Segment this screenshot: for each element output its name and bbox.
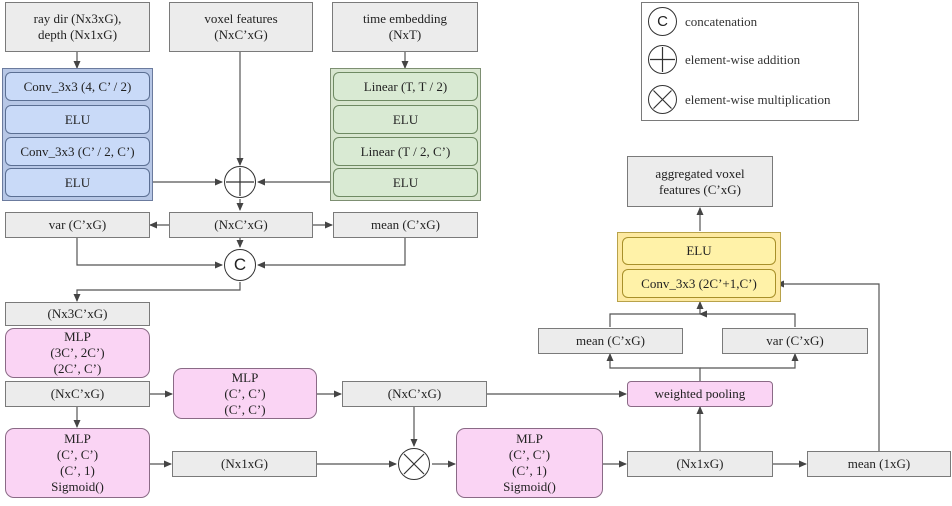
legend-add-label: element-wise addition xyxy=(685,52,801,67)
var-node: var (C’xG) xyxy=(5,212,150,238)
linear-layer-2: Linear (T / 2, C’) xyxy=(333,137,478,166)
arrow-mean1xg-to-conv xyxy=(776,280,880,451)
plus-icon xyxy=(226,168,254,196)
arrow-var-to-concat xyxy=(76,238,223,269)
elu-layer-3: ELU xyxy=(333,105,478,134)
mlp1-output-node: (NxC’xG) xyxy=(5,381,150,407)
element-wise-add-node xyxy=(224,166,256,198)
conv-layer-3: Conv_3x3 (2C’+1,C’) xyxy=(622,269,776,298)
concat-output-node: (Nx3C’xG) xyxy=(5,302,150,326)
legend-mult-symbol xyxy=(648,85,677,114)
mlp-block-3: MLP (C’, C’) (C’, 1) Sigmoid() xyxy=(5,428,150,498)
legend-add-symbol xyxy=(648,45,677,74)
ray-dir-depth-input: ray dir (Nx3xG), depth (Nx1xG) xyxy=(5,2,150,52)
pool-mean-node: mean (C’xG) xyxy=(538,328,683,354)
mlp-block-4: MLP (C’, C’) (C’, 1) Sigmoid() xyxy=(456,428,603,498)
linear-layer-1: Linear (T, T / 2) xyxy=(333,72,478,101)
times-icon xyxy=(653,90,672,109)
aggregated-features-output: aggregated voxel features (C’xG) xyxy=(627,156,773,207)
conv-layer-2: Conv_3x3 (C’ / 2, C’) xyxy=(5,137,150,166)
mlp-block-1: MLP (3C’, 2C’) (2C’, C’) xyxy=(5,328,150,378)
arrow-var-to-conv xyxy=(699,310,796,327)
legend: C concatenation element-wise addition el… xyxy=(641,2,859,121)
pool-var-node: var (C’xG) xyxy=(722,328,868,354)
elu-layer-5: ELU xyxy=(622,237,776,265)
elu-layer-2: ELU xyxy=(5,168,150,197)
legend-mult-label: element-wise multiplication xyxy=(685,92,831,107)
time-embedding-input: time embedding (NxT) xyxy=(332,2,478,52)
times-icon xyxy=(403,453,425,475)
mlp-block-2: MLP (C’, C’) (C’, C’) xyxy=(173,368,317,419)
arrow-mean-to-conv xyxy=(609,301,704,327)
mlp4-output-node: (Nx1xG) xyxy=(627,451,773,477)
element-wise-multiplication-node xyxy=(398,448,430,480)
arrow-pooling-to-mean xyxy=(606,353,701,381)
conv-layer-1: Conv_3x3 (4, C’ / 2) xyxy=(5,72,150,101)
elu-layer-4: ELU xyxy=(333,168,478,197)
arrow-concat-to-out xyxy=(73,282,241,302)
weighted-pooling-node: weighted pooling xyxy=(627,381,773,407)
mlp3-output-node: (Nx1xG) xyxy=(172,451,317,477)
mean-1xg-node: mean (1xG) xyxy=(807,451,951,477)
plus-icon xyxy=(650,47,675,72)
arrow-pooling-to-var xyxy=(700,353,799,369)
arrow-mean-to-concat xyxy=(257,238,406,269)
mlp2-output-node: (NxC’xG) xyxy=(342,381,487,407)
elu-layer-1: ELU xyxy=(5,105,150,134)
legend-concat-label: concatenation xyxy=(685,14,758,29)
features-node: (NxC’xG) xyxy=(169,212,313,238)
voxel-features-input: voxel features (NxC’xG) xyxy=(169,2,313,52)
legend-concat-symbol: C xyxy=(648,7,677,36)
mean-node: mean (C’xG) xyxy=(333,212,478,238)
concatenation-node: C xyxy=(224,249,256,281)
